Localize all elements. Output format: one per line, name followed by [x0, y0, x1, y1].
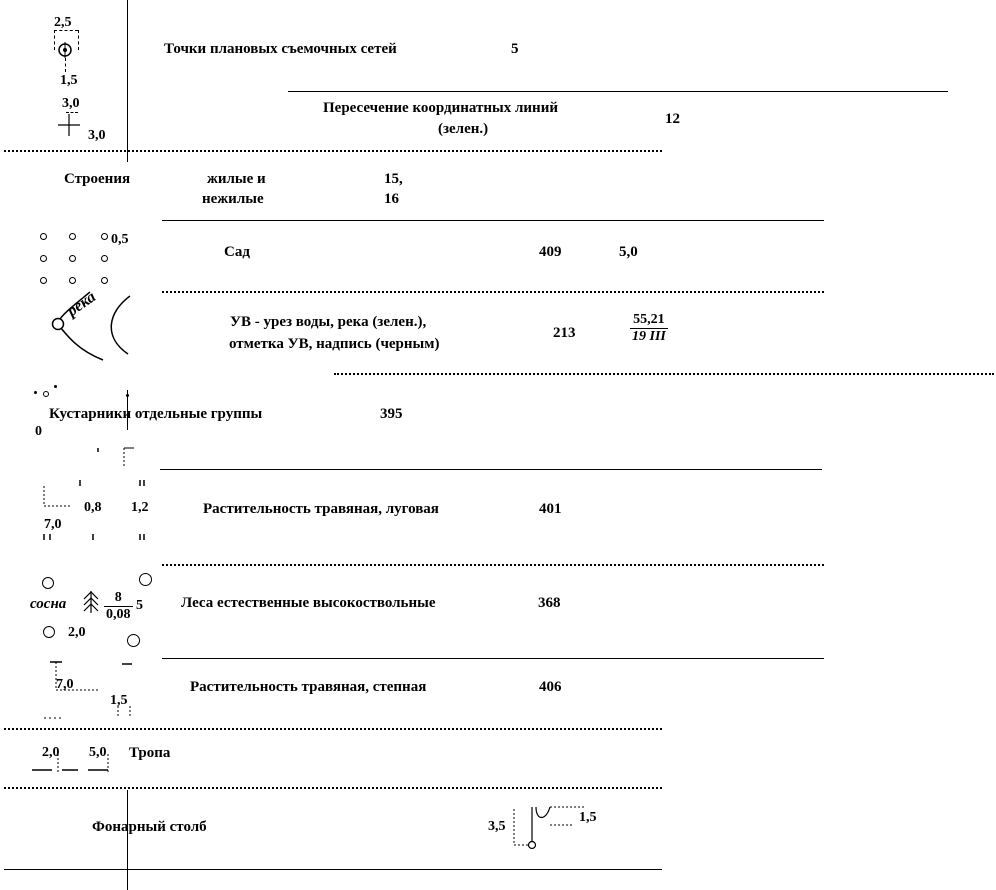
conifer-icon [83, 591, 99, 613]
garden-label: Сад [224, 244, 250, 260]
water-edge-label-line1: УВ - урез воды, река (зелен.), [230, 314, 427, 330]
row-divider-1 [288, 91, 948, 92]
forest-tree-circle-2 [139, 573, 152, 586]
survey-dim-bottom: 1,5 [60, 73, 78, 88]
water-elevation-top: 55,21 [630, 312, 668, 329]
buildings-kind-line1: жилые и [207, 171, 266, 187]
grid-cross-icon [58, 114, 80, 136]
water-elevation-bottom: 19 III [632, 329, 666, 344]
survey-point-icon [58, 42, 72, 58]
garden-dim: 0,5 [111, 232, 129, 247]
forest-spacing: 5 [136, 598, 143, 613]
path-dash-dim: 2,0 [42, 745, 60, 760]
grid-cross-label-line2: (зелен.) [438, 121, 489, 137]
row-divider-3 [162, 220, 824, 221]
row-divider-7 [162, 564, 824, 566]
steppe-grass-icon [44, 661, 132, 719]
water-edge-elevation: 55,21 19 III [630, 312, 668, 345]
forest-diameter: 0,08 [106, 607, 131, 622]
river-symbol-icon [51, 291, 131, 361]
water-edge-code: 213 [553, 325, 576, 341]
row-divider-10 [4, 787, 662, 789]
survey-dim-line-right [78, 30, 79, 50]
survey-dim-line-left [54, 30, 55, 50]
grid-cross-label-line1: Пересечение координатных линий [323, 100, 558, 116]
lamp-post-icon [513, 806, 586, 850]
meadow-grass-code: 401 [539, 501, 562, 517]
survey-dim-top: 2,5 [54, 15, 72, 30]
meadow-dim-b: 1,2 [131, 500, 149, 515]
lamp-post-dim-height: 3,5 [488, 819, 506, 834]
path-dash-icon [32, 754, 109, 772]
lamp-post-label: Фонарный столб [92, 819, 207, 835]
row-divider-11 [4, 869, 662, 870]
grid-cross-dim-top: 3,0 [62, 96, 80, 111]
shrubs-dim: 0 [35, 424, 42, 439]
steppe-dim-b: 1,5 [110, 693, 128, 708]
grid-cross-code: 12 [665, 111, 680, 127]
forest-code: 368 [538, 595, 561, 611]
buildings-kind-line2: нежилые [202, 191, 264, 207]
shrubs-code: 395 [380, 406, 403, 422]
forest-tree-circle-1 [42, 577, 54, 589]
path-gap-dim: 5,0 [89, 745, 107, 760]
survey-dim-line-top [54, 30, 78, 31]
forest-fraction: 8 0,08 [104, 590, 133, 623]
forest-label: Леса естественные высокоствольные [181, 595, 436, 611]
garden-size: 5,0 [619, 244, 638, 260]
survey-points-label: Точки плановых съемочных сетей [164, 41, 397, 57]
forest-tree-circle-4 [127, 634, 140, 647]
forest-dim: 2,0 [68, 625, 86, 640]
path-label: Тропа [129, 745, 171, 761]
forest-species: сосна [30, 596, 67, 612]
meadow-grass-icon [43, 447, 145, 540]
meadow-grass-label: Растительность травяная, луговая [203, 501, 439, 517]
grid-cross-dim-line [66, 112, 78, 113]
water-edge-label-line2: отметка УВ, надпись (черным) [229, 336, 440, 352]
forest-tree-circle-3 [43, 626, 55, 638]
steppe-dim-a: 7,0 [56, 677, 74, 692]
meadow-dim-c: 7,0 [44, 517, 62, 532]
row-divider-4 [162, 291, 824, 293]
forest-height: 8 [104, 590, 133, 607]
row-divider-8 [162, 658, 824, 659]
survey-dim-line-bottom [65, 58, 66, 72]
row-divider-2 [4, 150, 662, 152]
buildings-code-line2: 16 [384, 191, 399, 207]
main-vertical-divider-bottom [127, 790, 128, 890]
lamp-post-dim-width: 1,5 [579, 810, 597, 825]
grid-cross-dim-side: 3,0 [88, 128, 106, 143]
steppe-grass-code: 406 [539, 679, 562, 695]
main-vertical-divider-lower [127, 390, 128, 430]
shrubs-label: Кустарники отдельные группы [49, 406, 263, 422]
buildings-label: Строения [64, 171, 131, 187]
buildings-code-line1: 15, [384, 171, 403, 187]
row-divider-6 [160, 469, 822, 470]
row-divider-5 [334, 373, 994, 375]
garden-code: 409 [539, 244, 562, 260]
row-divider-9 [4, 728, 662, 730]
survey-points-code: 5 [511, 41, 519, 57]
meadow-dim-a: 0,8 [84, 500, 102, 515]
main-vertical-divider [127, 0, 128, 162]
steppe-grass-label: Растительность травяная, степная [190, 679, 427, 695]
